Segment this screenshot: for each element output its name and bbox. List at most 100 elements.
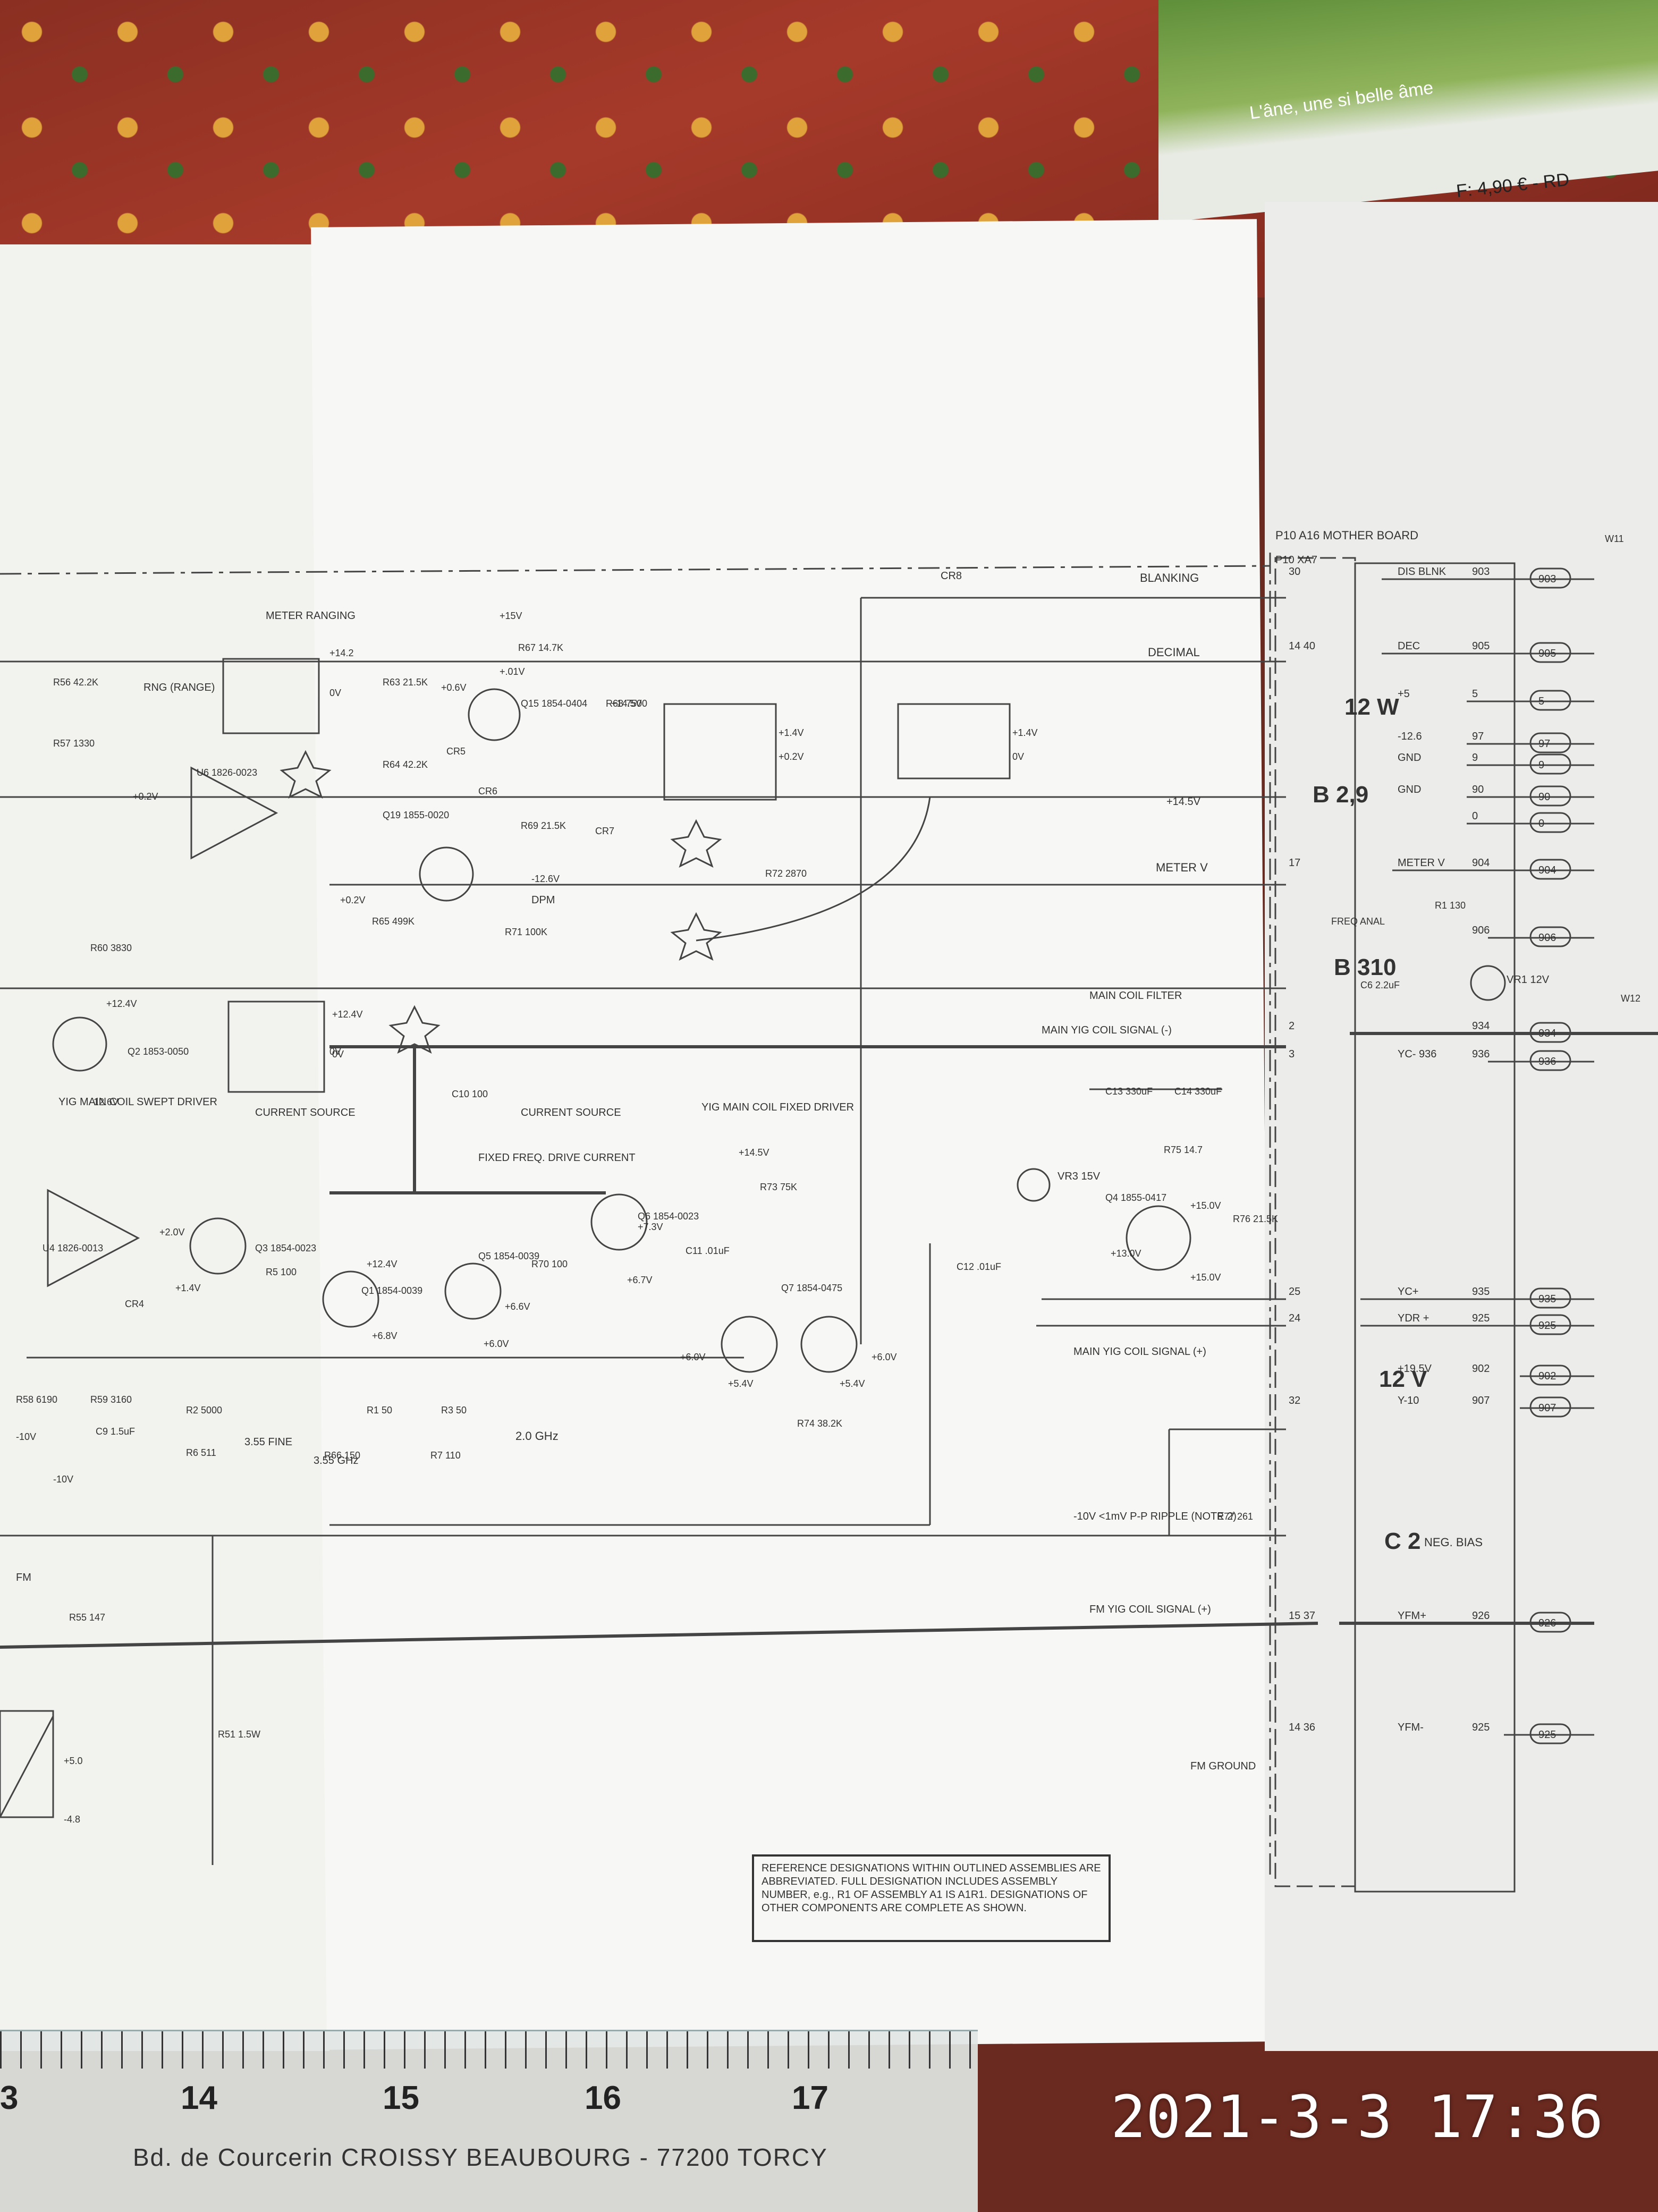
svg-text:B 2,9: B 2,9 <box>1313 782 1368 808</box>
pin-terminal-box <box>1529 642 1571 663</box>
svg-text:RNG (RANGE): RNG (RANGE) <box>143 682 215 693</box>
component-label: C14 330uF <box>1174 1086 1222 1097</box>
pin-num: 934 <box>1472 1020 1490 1032</box>
component-label: C10 100 <box>452 1089 488 1099</box>
component-label: R67 14.7K <box>518 642 563 653</box>
opamp-u4 <box>47 1189 140 1287</box>
pin-number: 25 <box>1289 1286 1300 1298</box>
transistor-q15 <box>468 688 521 741</box>
voltage-label: +12.4V <box>332 1009 363 1020</box>
component-label: Q4 1855-0417 <box>1105 1192 1166 1203</box>
voltage-label: +6.6V <box>505 1301 530 1312</box>
fm-yig-coil-signal-line <box>0 1622 1318 1649</box>
svg-text:B 310: B 310 <box>1334 954 1396 980</box>
ruler-tick-marks <box>0 2031 978 2069</box>
svg-text:VR1 12V: VR1 12V <box>1507 974 1550 986</box>
component-label: R74 38.2K <box>797 1418 842 1429</box>
pin-number: 30 <box>1289 566 1300 578</box>
svg-text:P10 XA7: P10 XA7 <box>1275 554 1317 566</box>
component-label: R58 6190 <box>16 1394 57 1405</box>
voltage-label: -10V <box>16 1431 36 1442</box>
component-label: R6 511 <box>186 1447 216 1458</box>
voltage-label: -10V <box>53 1474 73 1485</box>
component-label: R55 147 <box>69 1612 105 1623</box>
pin-number: 32 <box>1289 1395 1300 1406</box>
svg-text:METER RANGING: METER RANGING <box>266 610 356 622</box>
component-label: R5 100 <box>266 1267 297 1277</box>
component-label: CR4 <box>125 1299 144 1309</box>
pin-terminal-label: 5 <box>1538 696 1544 707</box>
transistor-q7b <box>800 1316 858 1373</box>
voltage-label: +5.4V <box>728 1378 754 1389</box>
pin-num: 9 <box>1472 752 1478 764</box>
pin-terminal-box <box>1529 1365 1571 1386</box>
pin-terminal-box <box>1529 1314 1571 1335</box>
pin-num: 906 <box>1472 925 1490 936</box>
pin-terminal-label: 925 <box>1538 1320 1556 1332</box>
pin-terminal-label: 925 <box>1538 1729 1556 1741</box>
component-label: R59 3160 <box>90 1394 132 1405</box>
voltage-label: +6.0V <box>484 1338 509 1349</box>
pin-label: YFM- <box>1398 1722 1424 1733</box>
svg-text:NEG. BIAS: NEG. BIAS <box>1424 1536 1483 1549</box>
pin-num: 5 <box>1472 688 1478 700</box>
diode-vr3 <box>1017 1168 1051 1202</box>
svg-text:CURRENT SOURCE: CURRENT SOURCE <box>521 1107 621 1118</box>
pin-terminal-box <box>1529 690 1571 711</box>
pin-num: 904 <box>1472 857 1490 869</box>
component-label: CR5 <box>446 746 466 757</box>
svg-text:MAIN COIL FILTER: MAIN COIL FILTER <box>1089 990 1182 1002</box>
voltage-label: +0.2V <box>133 791 158 802</box>
svg-text:CURRENT SOURCE: CURRENT SOURCE <box>255 1107 356 1118</box>
component-label: Q15 1854-0404 <box>521 698 587 709</box>
pin-label: +19.5V <box>1398 1363 1432 1375</box>
pin-num: 903 <box>1472 566 1490 578</box>
pin-terminal-box <box>1529 1723 1571 1744</box>
component-label: Q3 1854-0023 <box>255 1243 316 1253</box>
pin-num: 907 <box>1472 1395 1490 1406</box>
pin-label: YFM+ <box>1398 1610 1426 1622</box>
ruler-number: 3 <box>0 2080 19 2116</box>
diode-vr1 <box>1470 965 1506 1001</box>
component-label: C11 .01uF <box>686 1245 730 1256</box>
pin-terminal-label: 905 <box>1538 648 1556 659</box>
component-label: R66 150 <box>324 1450 360 1461</box>
ruler-number: 14 <box>181 2080 217 2116</box>
voltage-label: +12.4V <box>367 1259 397 1269</box>
component-label: R69 21.5K <box>521 820 566 831</box>
svg-text:12 V: 12 V <box>1379 1366 1427 1392</box>
pin-terminal-label: 9 <box>1538 759 1544 771</box>
component-label: R64 42.2K <box>383 759 428 770</box>
pin-terminal-label: 903 <box>1538 573 1556 585</box>
component-label: U4 1826-0013 <box>43 1243 103 1253</box>
mother-board-connector <box>1274 557 1356 1887</box>
pin-label: METER V <box>1398 857 1445 869</box>
display-block-4 <box>227 1001 325 1093</box>
component-label: R70 100 <box>531 1259 568 1269</box>
mother-board-panel <box>1354 562 1516 1893</box>
pin-terminal-label: 90 <box>1538 791 1550 803</box>
transistor-q7a <box>721 1316 778 1373</box>
component-label: C12 .01uF <box>957 1261 1001 1272</box>
svg-text:FM GROUND: FM GROUND <box>1190 1760 1256 1772</box>
voltage-label: -12.6V <box>90 1097 119 1107</box>
voltage-label: +5.0 <box>64 1756 83 1766</box>
svg-text:-10V <1mV P-P RIPPLE (NOTE 2): -10V <1mV P-P RIPPLE (NOTE 2) <box>1073 1511 1237 1522</box>
display-block-1 <box>222 658 320 734</box>
pin-terminal-box <box>1529 859 1571 880</box>
component-label: R51 1.5W <box>218 1729 260 1740</box>
pin-terminal-box <box>1529 1022 1571 1043</box>
component-label: R63 21.5K <box>383 677 428 688</box>
pin-terminal-label: 926 <box>1538 1617 1556 1629</box>
voltage-label: +15V <box>500 611 522 621</box>
voltage-label: +2.0V <box>159 1227 185 1238</box>
pin-number: 24 <box>1289 1312 1300 1324</box>
pin-terminal-box <box>1529 567 1571 589</box>
voltage-label: +1.4V <box>779 727 804 738</box>
pin-label: +5 <box>1398 688 1410 700</box>
pin-num: 936 <box>1472 1048 1490 1060</box>
enclosure-top-dashed <box>0 565 1271 575</box>
